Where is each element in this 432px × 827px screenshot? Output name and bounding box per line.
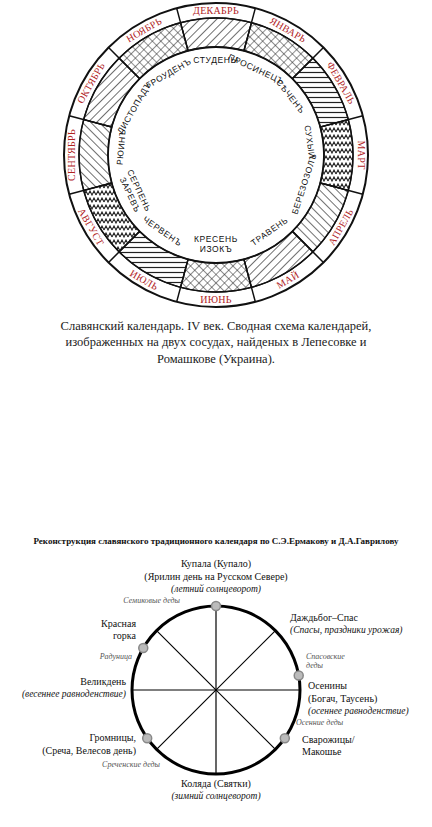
month-name: НОЯБРЬ (124, 15, 164, 45)
segment-divider (244, 259, 255, 302)
segment-divider (320, 183, 363, 194)
holiday-label: (зимний солнцеворот) (171, 791, 260, 802)
old-month-name: КРЕСЕНЬ ИЗОКЪ (189, 235, 243, 255)
old-month-name: ТРАВЕНЬ (249, 216, 290, 249)
month-name: ОКТЯБРЬ (75, 60, 108, 105)
ancestor-day-note: Осенние деды (296, 718, 343, 727)
holiday-label: (осеннее равноденствие) (308, 706, 409, 717)
ancestor-day-note: Среченские деды (102, 760, 160, 769)
title: Реконструкция славянского традиционного … (6, 536, 426, 546)
ancestor-day-note: Спасовские деды (306, 652, 354, 670)
marker-dot (280, 734, 289, 743)
marker-dot (143, 734, 152, 743)
month-name: МАЙ (275, 269, 302, 291)
month-name: ДЕКАБРЬ (193, 5, 239, 17)
segment-divider (69, 183, 112, 194)
month-name: МАРТ (355, 140, 367, 169)
holiday-label: (летний солнцеворот) (171, 584, 261, 595)
old-month-name: ЧЕРВЕНЪ (141, 215, 184, 249)
holiday-label: Купала (Купало) (181, 558, 251, 570)
segment-divider (292, 48, 323, 79)
holiday-label: Коляда (Святки) (181, 778, 251, 790)
segment-divider (320, 116, 363, 127)
holiday-label: Осенины (308, 680, 347, 692)
holiday-label: (Спасы, праздники урожая) (290, 625, 402, 636)
segment-divider (109, 231, 140, 262)
pattern-segment (181, 259, 252, 292)
old-month-name: БЕРЕЗОЗОЛЪ (291, 152, 320, 216)
segment-divider (292, 231, 323, 262)
month-name: ФЕВРАЛЬ (324, 60, 357, 106)
month-name: СЕНТЯБРЬ (66, 129, 78, 181)
pattern-segment (79, 120, 112, 191)
marker-dot (294, 671, 303, 680)
holiday-label: Даждьбог–Спас (290, 612, 358, 624)
holiday-label: (весеннее равноденствие) (22, 689, 126, 700)
segment-divider (244, 8, 255, 51)
caption: Славянский календарь. IV век. Сводная сх… (46, 318, 386, 367)
month-name: ЯНВАРЬ (268, 15, 309, 45)
holiday-label: Великдень (80, 676, 126, 688)
holiday-label: Громницы, (89, 732, 136, 744)
month-name: АПРЕЛЬ (326, 207, 356, 248)
old-month-name: СЕРПЕНЬ ЗАРЕВЪ (114, 164, 155, 221)
holiday-label: Красная горка (88, 618, 136, 641)
old-month-name: ГРОУДЕНЪ (145, 57, 194, 91)
old-month-name: СѢЧЕНЪ (274, 78, 307, 116)
month-name: АВГУСТ (76, 206, 107, 248)
month-name: ИЮНЬ (200, 294, 232, 306)
ancestor-day-note: Радуница (100, 652, 132, 661)
marker-dot (212, 602, 221, 611)
segment-divider (177, 259, 188, 302)
holiday-label: Сварожицы/ Макошье (302, 734, 364, 757)
marker-dot (139, 644, 148, 653)
pattern-segment (320, 120, 353, 191)
holiday-label: (Ярилин день на Русском Севере) (144, 571, 287, 583)
segment-divider (69, 116, 112, 127)
holiday-label: (Среча, Велесов день) (42, 745, 136, 757)
segment-divider (109, 48, 140, 79)
month-name: ИЮЛЬ (128, 267, 160, 292)
ancestor-day-note: Семиковые деды (123, 596, 180, 605)
holiday-label: (Богач, Таусень) (308, 693, 377, 705)
pattern-segment (181, 18, 252, 51)
